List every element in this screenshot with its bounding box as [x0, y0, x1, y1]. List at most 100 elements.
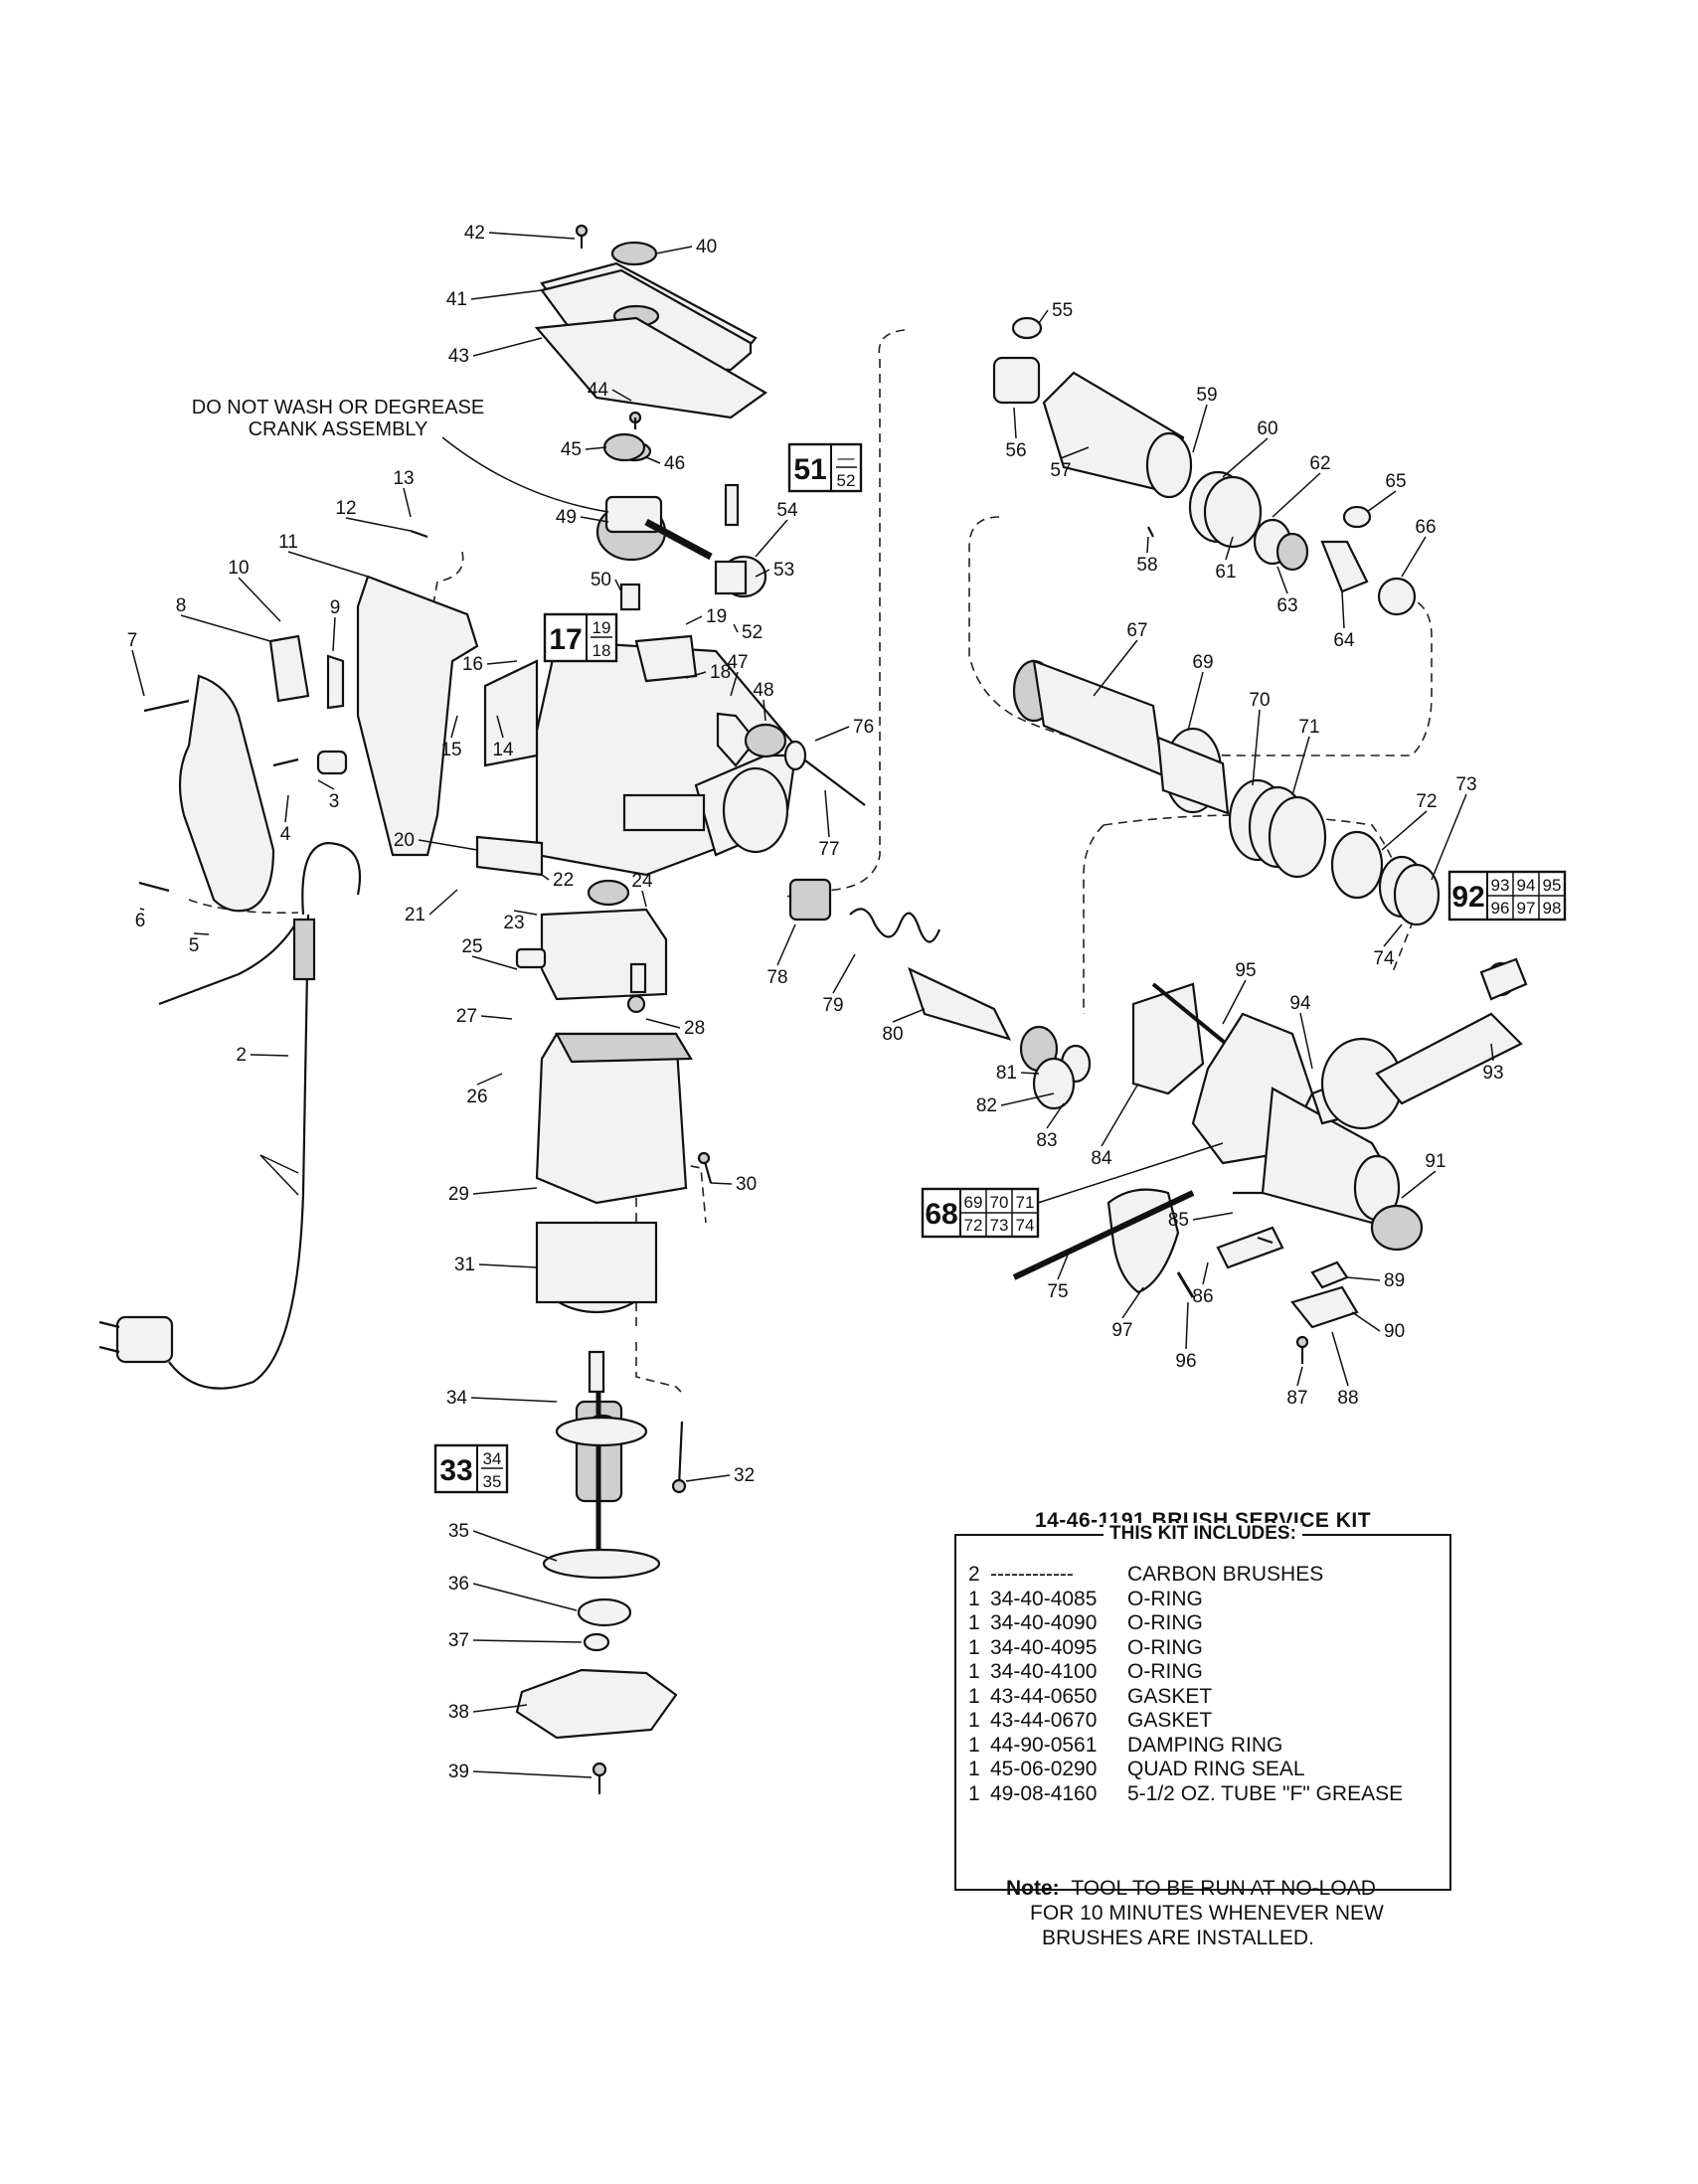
kit-row-qty: 2 — [968, 1563, 980, 1586]
kit-row-qty: 1 — [968, 1758, 980, 1780]
kit-row-part: 45-06-0290 — [990, 1758, 1098, 1780]
kit-row-part: 34-40-4085 — [990, 1587, 1098, 1610]
callout-leader — [472, 1704, 528, 1713]
callout-leader — [1185, 1301, 1189, 1350]
callout-label: 46 — [664, 453, 685, 474]
callout-label: 57 — [1050, 460, 1071, 481]
callout-label: 36 — [448, 1574, 469, 1595]
callout-label: 44 — [588, 380, 609, 401]
callout-label: 52 — [742, 622, 763, 643]
bottom-clamp-group — [1012, 1188, 1359, 1364]
callout-label: 88 — [1337, 1388, 1358, 1409]
callout-leader — [1121, 1286, 1144, 1319]
note-line-3: BRUSHES ARE INSTALLED. — [1042, 1927, 1314, 1949]
callout-label: 16 — [462, 654, 483, 675]
callout-leader — [755, 569, 770, 578]
callout-leader — [470, 289, 543, 300]
callout-leader — [472, 1770, 593, 1778]
kit-row-qty: 1 — [968, 1684, 980, 1708]
callout-label: 84 — [1091, 1148, 1112, 1169]
callout-label: 75 — [1047, 1281, 1068, 1302]
callout-label: 25 — [461, 936, 482, 957]
callout-leader — [472, 1530, 558, 1562]
kit-row-part: 43-44-0650 — [990, 1684, 1098, 1708]
callout-leader — [317, 779, 335, 790]
callout-label: 64 — [1333, 630, 1355, 651]
kit-row-desc: O-RING — [1127, 1587, 1203, 1610]
callout-label: 15 — [440, 740, 461, 760]
callout-leader — [1038, 309, 1049, 324]
kit-row-qty: 1 — [968, 1733, 980, 1757]
callout-label: 76 — [853, 717, 874, 738]
callout-leader — [1401, 1170, 1437, 1199]
box-92-r1-c2: 94 — [1517, 876, 1536, 895]
power-cord — [98, 841, 362, 1390]
callout-label: 31 — [454, 1255, 475, 1275]
crank-assembly — [595, 483, 767, 611]
callout-leader — [755, 519, 788, 558]
callout-label: 3 — [329, 791, 340, 812]
callout-leader — [1192, 1212, 1234, 1221]
callout-label: 26 — [466, 1087, 487, 1107]
kit-row-desc: O-RING — [1127, 1635, 1203, 1659]
callout-label: 45 — [561, 439, 582, 460]
callout-label: 81 — [996, 1063, 1017, 1084]
gear-housing — [475, 634, 866, 907]
callout-label: 93 — [1482, 1063, 1503, 1084]
kit-row-desc: 5-1/2 OZ. TUBE "F" GREASE — [1127, 1781, 1404, 1805]
callout-leader — [496, 715, 504, 739]
callout-leader — [776, 924, 796, 966]
callout-leader — [250, 1054, 289, 1057]
callout-leader — [1252, 709, 1261, 786]
callout-label: 21 — [405, 905, 425, 925]
callout-leader — [259, 1154, 299, 1174]
callout-leader — [832, 953, 856, 994]
kit-row-part: 34-40-4090 — [990, 1611, 1098, 1634]
callout-leader — [472, 1187, 538, 1195]
callout-leader — [139, 908, 145, 911]
callout-label: 39 — [448, 1762, 469, 1782]
callout-leader — [1146, 536, 1149, 554]
box-92-r2-c1: 96 — [1491, 899, 1510, 918]
callout-label: 12 — [335, 498, 356, 519]
callout-leader — [332, 616, 336, 652]
callout-leader — [614, 579, 622, 592]
callout-leader — [1276, 566, 1288, 594]
callout-leader — [480, 1015, 513, 1020]
callout-leader — [1401, 536, 1427, 578]
kit-row-part: ------------ — [990, 1563, 1074, 1586]
callout-leader — [585, 446, 607, 450]
callout-label: 37 — [448, 1630, 469, 1651]
callout-leader — [1490, 1043, 1494, 1062]
callout-label: 69 — [1192, 652, 1213, 673]
callout-label: 70 — [1249, 690, 1270, 711]
kit-row: 2------------CARBON BRUSHES — [968, 1563, 1403, 1588]
callout-leader — [1000, 1092, 1055, 1106]
callout-leader — [611, 389, 632, 402]
warning-line-2: CRANK ASSEMBLY — [249, 419, 428, 440]
callout-leader — [1366, 490, 1397, 513]
callout-leader — [486, 660, 518, 665]
callout-leader — [472, 1639, 583, 1643]
callout-label: 19 — [706, 606, 727, 627]
crank-warning-note: DO NOT WASH OR DEGREASE CRANK ASSEMBLY — [192, 397, 609, 513]
callout-leader — [180, 614, 271, 642]
callout-label: 4 — [280, 824, 291, 845]
callout-leader — [418, 839, 478, 851]
callout-leader — [1346, 1276, 1381, 1281]
callout-leader — [450, 715, 458, 739]
box-51-bottom: 52 — [837, 471, 856, 490]
callout-leader — [641, 890, 647, 908]
callout-label: 87 — [1286, 1388, 1307, 1409]
box-68-r1-c2: 70 — [990, 1193, 1009, 1212]
callout-label: 73 — [1455, 774, 1476, 795]
brush-service-kit: 14-46-1191 BRUSH SERVICE KIT THIS KIT IN… — [954, 1509, 1451, 1891]
warning-line-1: DO NOT WASH OR DEGREASE — [192, 397, 484, 419]
callout-label: 22 — [553, 870, 574, 891]
box-92-r2-c2: 97 — [1517, 899, 1536, 918]
motor-assembly — [515, 908, 713, 1794]
box-33-bottom: 35 — [483, 1472, 502, 1491]
